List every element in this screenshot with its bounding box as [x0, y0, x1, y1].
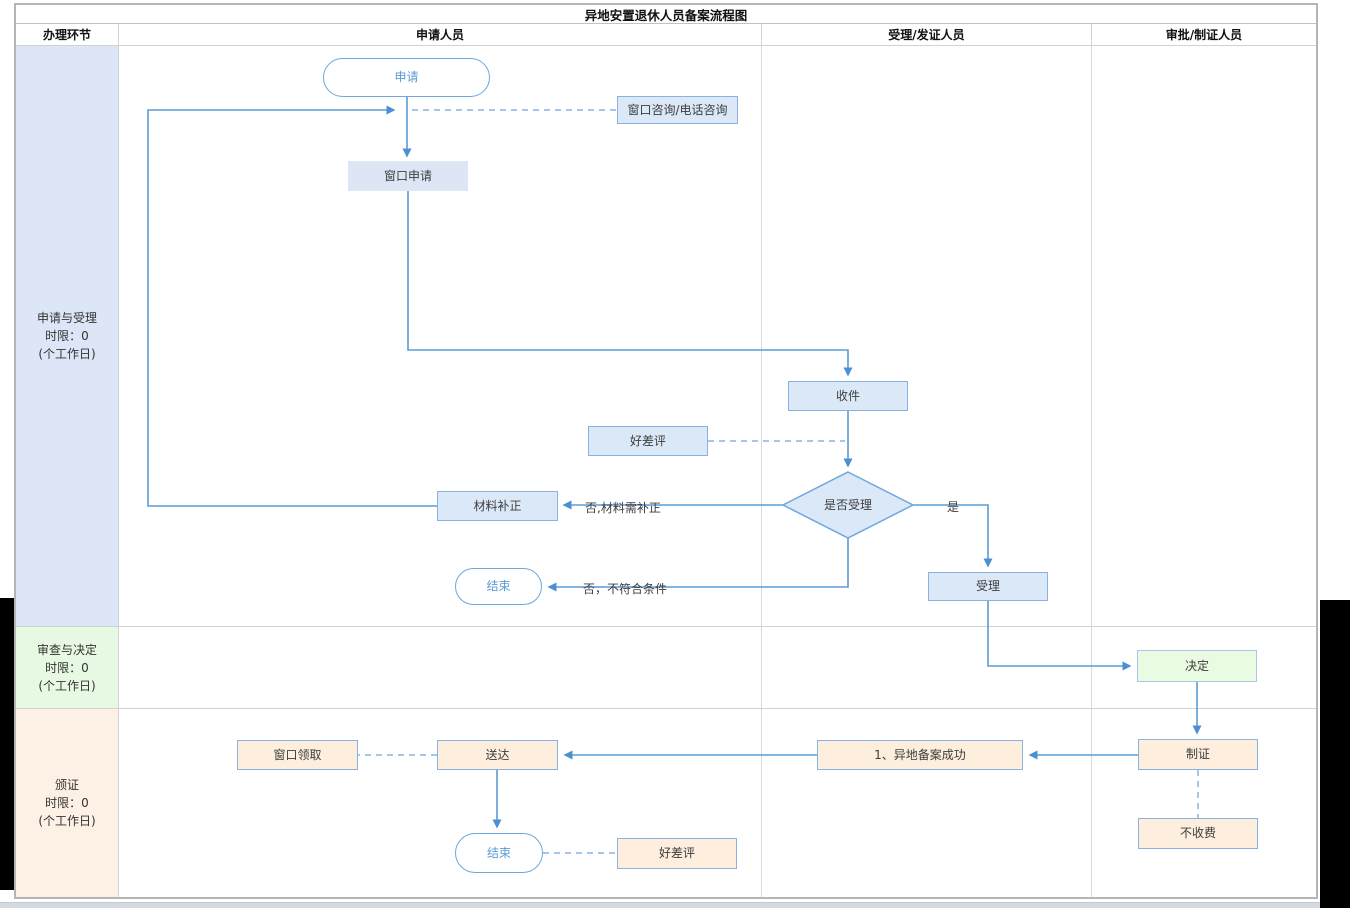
lane3-acceptor-cell [762, 709, 1092, 897]
node-no-fee: 不收费 [1138, 818, 1258, 849]
edge-label-yes: 是 [947, 500, 960, 514]
lane-name: 审查与决定 [36, 642, 97, 657]
lane-review-decide: 审查与决定 时限：0 (个工作日) [16, 627, 1316, 709]
lane3-approver-cell [1092, 709, 1316, 897]
lane-label-apply-accept: 申请与受理 时限：0 (个工作日) [16, 46, 119, 626]
edge-label-no-reject: 否，不符合条件 [583, 582, 668, 596]
lane-unit: (个工作日) [38, 814, 96, 828]
node-accept: 受理 [928, 572, 1048, 601]
lane-label-review-decide: 审查与决定 时限：0 (个工作日) [16, 627, 119, 708]
lane2-acceptor-cell [762, 627, 1092, 708]
node-window-apply: 窗口申请 [348, 161, 468, 191]
node-end-lower: 结束 [455, 833, 543, 873]
node-end-upper: 结束 [455, 568, 542, 605]
lane-limit: 时限：0 [45, 329, 89, 343]
node-start: 申请 [323, 58, 490, 97]
lane1-acceptor-cell [762, 46, 1092, 626]
lane-limit: 时限：0 [45, 660, 89, 675]
column-header-stage: 办理环节 [16, 24, 119, 45]
lane-label-issue-cert: 颁证 时限：0 (个工作日) [16, 709, 119, 897]
node-material-fix: 材料补正 [437, 491, 558, 521]
node-decide: 决定 [1137, 650, 1257, 682]
horizontal-scrollbar[interactable] [0, 902, 1320, 908]
node-review-lower: 好差评 [617, 838, 737, 869]
node-window-pickup: 窗口领取 [237, 740, 358, 770]
lane1-applicant-cell [119, 46, 762, 626]
desktop-black-left [0, 598, 14, 890]
node-filing-success: 1、异地备案成功 [817, 740, 1023, 770]
lane-name: 颁证 [54, 778, 79, 792]
desktop-black-right [1320, 600, 1350, 908]
lane2-applicant-cell [119, 627, 762, 708]
lane-limit: 时限：0 [45, 796, 89, 810]
node-consult: 窗口咨询/电话咨询 [617, 96, 738, 124]
column-header-applicant: 申请人员 [119, 24, 762, 45]
edge-label-no-fix: 否,材料需补正 [585, 501, 661, 515]
node-receive: 收件 [788, 381, 908, 411]
node-deliver: 送达 [437, 740, 558, 770]
column-header-row: 办理环节 申请人员 受理/发证人员 审批/制证人员 [16, 24, 1316, 46]
node-review-upper: 好差评 [588, 426, 708, 456]
lane-name: 申请与受理 [36, 311, 97, 325]
lane-unit: (个工作日) [38, 678, 96, 693]
lane-unit: (个工作日) [38, 347, 96, 361]
node-make-cert: 制证 [1138, 739, 1258, 770]
column-header-approver: 审批/制证人员 [1165, 28, 1243, 42]
node-decision-label: 是否受理 [823, 497, 872, 512]
lane1-approver-cell [1092, 46, 1316, 626]
lane-apply-accept: 申请与受理 时限：0 (个工作日) [16, 46, 1316, 627]
column-header-acceptor: 受理/发证人员 [762, 24, 1092, 45]
page-title: 异地安置退休人员备案流程图 [16, 5, 1316, 24]
